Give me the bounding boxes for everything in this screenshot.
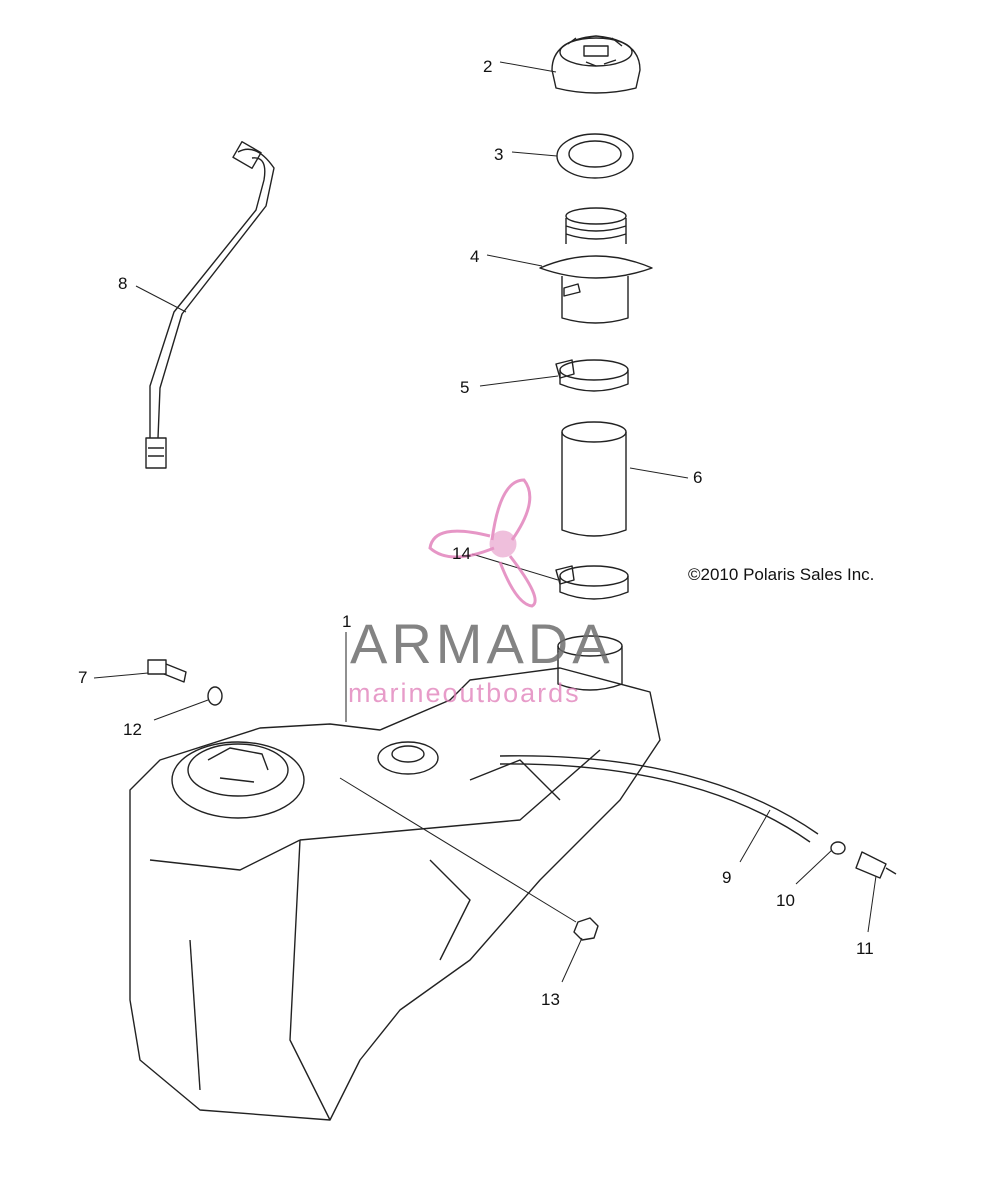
callout-4: 4	[470, 247, 480, 266]
callout-1: 1	[342, 612, 352, 631]
hose	[561, 421, 627, 537]
callout-13: 13	[541, 990, 560, 1009]
callout-8: 8	[118, 274, 128, 293]
callout-3: 3	[494, 145, 504, 164]
watermark-logo	[428, 478, 537, 608]
fitting	[855, 851, 897, 879]
copyright-text: ©2010 Polaris Sales Inc.	[688, 565, 875, 584]
overflow-hose	[499, 755, 819, 843]
gasket	[556, 133, 634, 179]
leader-lines	[93, 61, 877, 983]
bolt	[147, 659, 187, 683]
hose-clamp-upper	[555, 359, 629, 392]
fuel-tank	[129, 635, 661, 1121]
callout-6: 6	[693, 468, 703, 487]
callout-2: 2	[483, 57, 493, 76]
callout-5: 5	[460, 378, 470, 397]
cap-small	[830, 841, 846, 855]
callout-11: 11	[856, 939, 874, 958]
vent-line	[145, 141, 275, 469]
filler-neck	[539, 207, 653, 324]
callout-7: 7	[78, 668, 88, 687]
watermark-brand: ARMADA	[350, 612, 614, 675]
fuel-cap	[551, 35, 641, 94]
nut	[573, 917, 599, 941]
hose-clamp-lower	[555, 565, 629, 600]
callout-14: 14	[452, 544, 471, 563]
washer	[207, 686, 223, 706]
callout-9: 9	[722, 868, 732, 887]
watermark-tagline: marineoutboards	[348, 678, 581, 708]
callout-12: 12	[123, 720, 142, 739]
callout-10: 10	[776, 891, 795, 910]
